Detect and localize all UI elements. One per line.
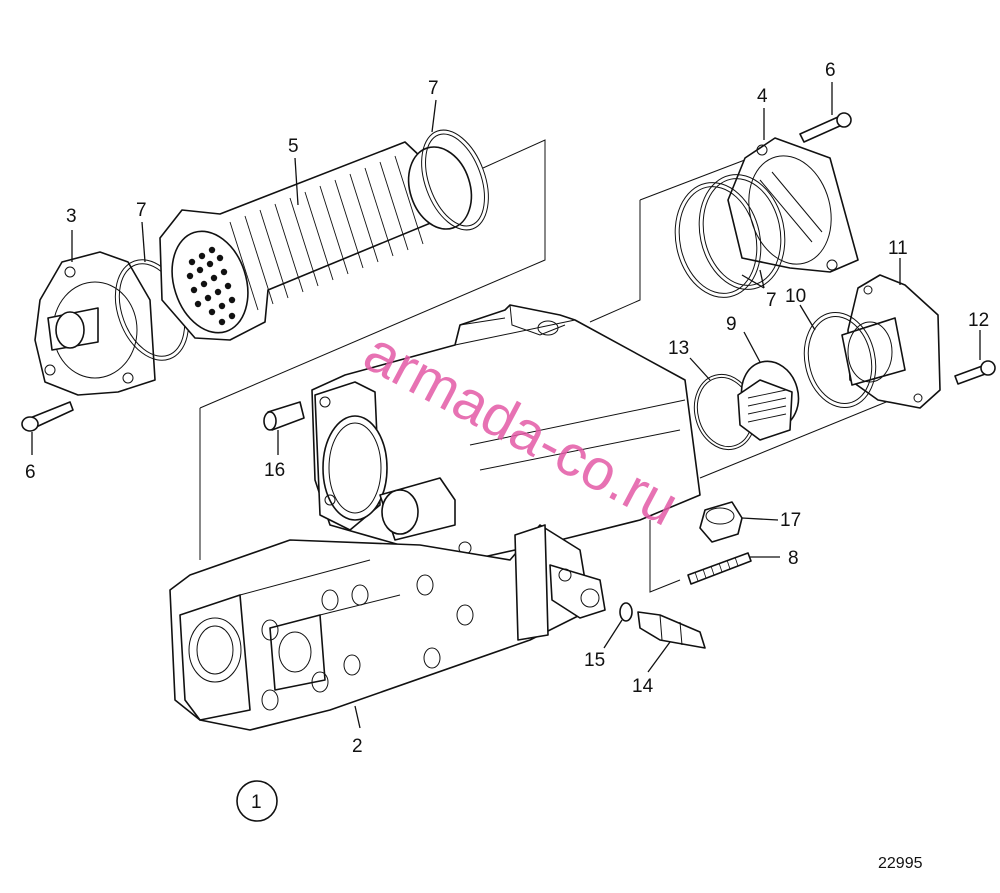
nipple-part: [263, 401, 305, 431]
assembly-number-badge: 1: [236, 780, 278, 822]
label-3: 3: [66, 206, 77, 227]
label-10: 10: [785, 286, 806, 307]
thermostat-housing-part: [841, 274, 941, 409]
housing-upper-part: [311, 304, 701, 561]
housing-lower-part: [169, 524, 606, 731]
label-9: 9: [726, 314, 737, 335]
stud-part: [687, 552, 752, 585]
o-ring-top-part: [421, 129, 489, 231]
label-2: 2: [352, 736, 363, 757]
front-cover-part: [34, 251, 156, 396]
sensor-part: [637, 611, 706, 649]
label-8: 8: [788, 548, 799, 569]
label-16: 16: [264, 460, 285, 481]
label-13: 13: [668, 338, 689, 359]
label-12: 12: [968, 310, 989, 331]
assembly-outline-left: [199, 139, 546, 560]
label-6-left: 6: [25, 462, 36, 483]
oil-cooler-element-part: [159, 141, 473, 341]
o-ring-thermostat-part: [803, 311, 877, 409]
washer-part: [619, 602, 633, 622]
thermostat-part: [737, 360, 800, 441]
label-6-top: 6: [825, 60, 836, 81]
screw-left-part: [21, 401, 74, 432]
label-4: 4: [757, 86, 768, 107]
label-1: 1: [251, 792, 262, 813]
rear-cover-part: [727, 137, 859, 273]
label-15: 15: [584, 650, 605, 671]
label-7-right: 7: [766, 290, 777, 311]
screw-right-part: [954, 360, 996, 385]
plug-part: [699, 501, 743, 543]
label-5: 5: [288, 136, 299, 157]
leader-lines: [31, 82, 981, 729]
o-rings-right-part: [674, 174, 786, 298]
label-14: 14: [632, 676, 654, 697]
label-11: 11: [888, 238, 908, 259]
label-7-left: 7: [136, 200, 147, 221]
label-7-top: 7: [428, 78, 439, 99]
part-labels: 3 7 5 7 4 6 6 11 10 12 9 13 7 17 8 15 14…: [25, 60, 989, 757]
drawing-reference-number: 22995: [878, 855, 923, 872]
screw-top-right-part: [799, 112, 852, 143]
label-17: 17: [780, 510, 801, 531]
